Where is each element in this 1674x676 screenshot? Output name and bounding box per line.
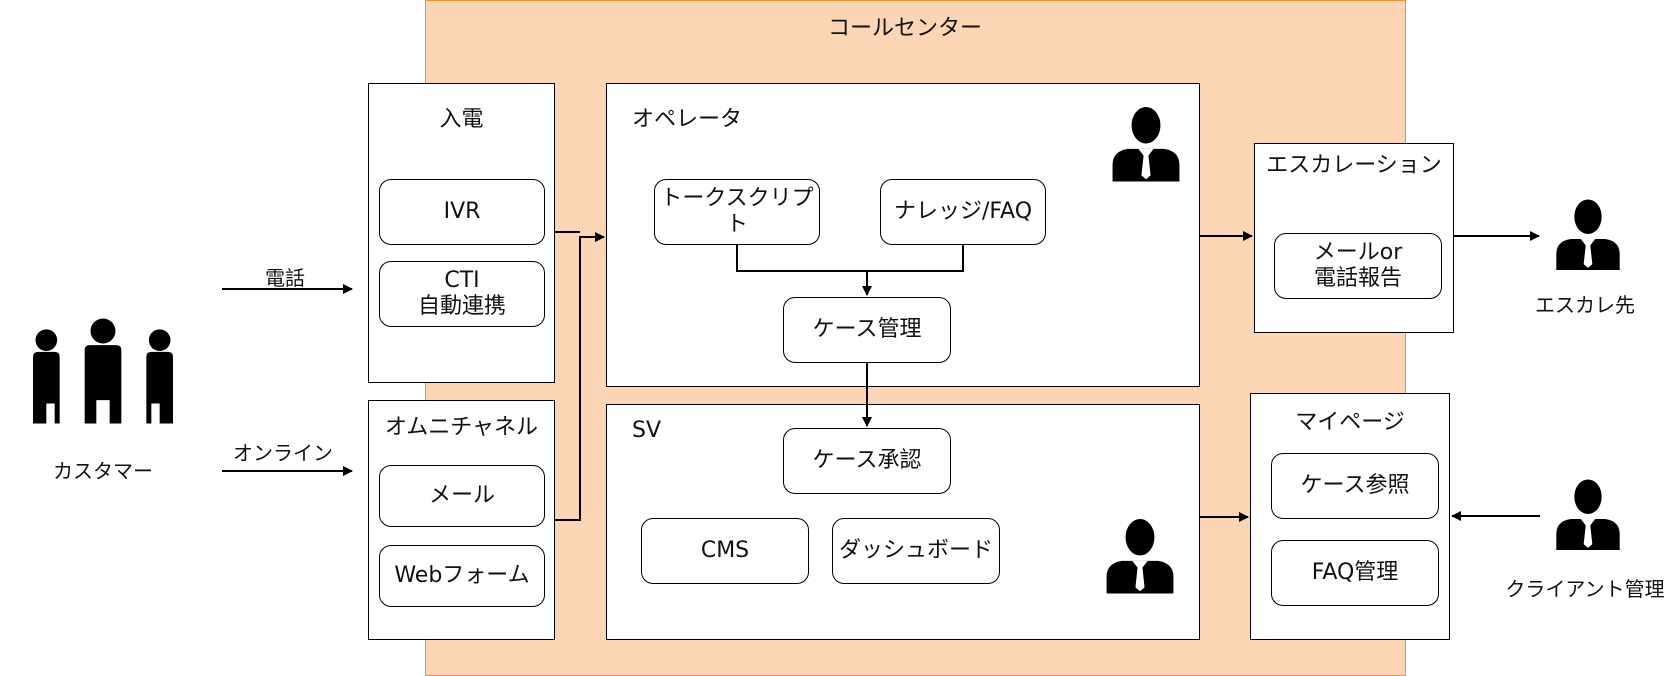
escalation-target-label: エスカレ先 (1535, 293, 1635, 317)
email-or-phone-report-box: メールor 電話報告 (1274, 233, 1442, 299)
email-box: メール (379, 465, 545, 527)
talk-script-to-case-connector (736, 245, 964, 272)
escalation-person-icon (1556, 199, 1620, 270)
talk-script-box: トークスクリプト (654, 179, 820, 245)
cti-integration-box: CTI 自動連携 (379, 261, 545, 327)
call-center-title: コールセンター (827, 16, 982, 41)
client-person-icon (1556, 479, 1620, 550)
case-management-box: ケース管理 (783, 297, 951, 363)
dashboard-box: ダッシュボード (832, 518, 1000, 584)
sv-title: SV (632, 418, 662, 443)
omnichannel-to-operator-connector (555, 232, 605, 521)
ivr-box: IVR (379, 179, 545, 245)
customer-label: カスタマー (53, 459, 153, 483)
case-approval-box: ケース承認 (783, 428, 951, 494)
operator-person-icon (1112, 107, 1180, 182)
client-admin-label: クライアント管理 (1505, 577, 1665, 601)
online-channel-label: オンライン (233, 441, 333, 465)
knowledge-faq-box: ナレッジ/FAQ (880, 179, 1046, 245)
supervisor-person-icon (1106, 519, 1174, 594)
customers-group-icon (33, 318, 173, 424)
operator-title: オペレータ (632, 107, 743, 132)
mypage-title: マイページ (1295, 410, 1405, 435)
faq-management-box: FAQ管理 (1271, 540, 1439, 606)
case-reference-box: ケース参照 (1271, 453, 1439, 519)
phone-channel-label: 電話 (265, 266, 305, 290)
incoming-call-title: 入電 (439, 107, 484, 132)
omnichannel-title: オムニチャネル (384, 415, 539, 440)
cms-box: CMS (641, 518, 809, 584)
web-form-box: Webフォーム (379, 545, 545, 607)
escalation-title: エスカレーション (1266, 153, 1442, 178)
